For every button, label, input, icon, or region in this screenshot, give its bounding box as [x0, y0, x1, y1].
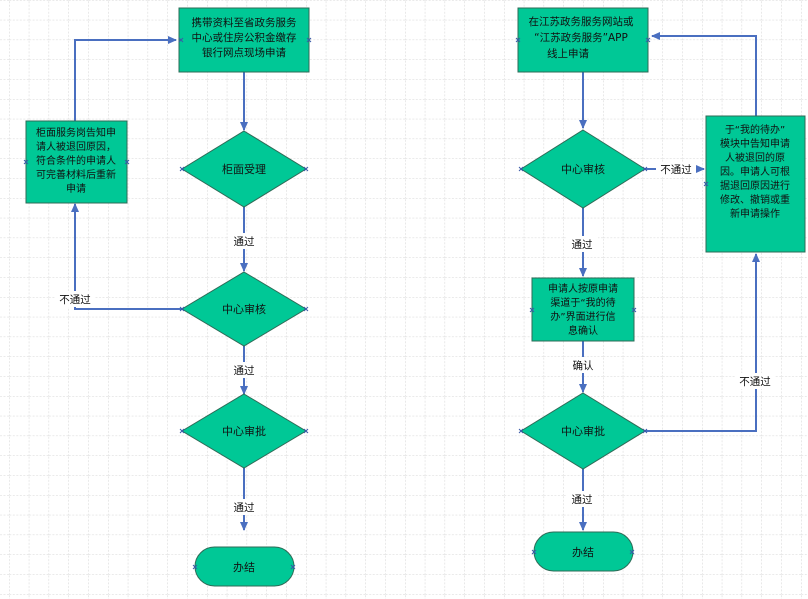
left-return-box: 柜面服务岗告知申 请人被退回原因， 符合条件的申请人 可完善材料后重新 申请 [25, 120, 128, 204]
left-return-line-3: 符合条件的申请人 [36, 154, 116, 167]
right-return-line-4: 因。申请人可根 [720, 165, 790, 178]
left-label-pass-2: 通过 [234, 364, 255, 377]
right-center-review-diamond: 中心审核 [520, 129, 646, 209]
connection-markers [23, 37, 709, 570]
left-return-line-5: 申请 [66, 182, 86, 195]
edge-r-approve-fail-to-return [645, 253, 760, 432]
right-finish-terminal: 办结 [533, 531, 634, 572]
edge-review-fail-to-return [71, 203, 182, 310]
right-confirm-line-2: 渠道于“我的待 [550, 296, 615, 309]
left-center-approve-label: 中心审批 [222, 424, 266, 438]
left-start-box: 携带资料至省政务服务 中心或住房公积金缴存 银行网点现场申请 [178, 7, 310, 73]
right-label-fail-2: 不通过 [739, 375, 771, 388]
right-confirm-line-4: 息确认 [568, 324, 598, 337]
left-center-review-label: 中心审核 [222, 302, 266, 316]
right-edge-labels: 通过 确认 通过 不通过 不通过 [566, 162, 775, 507]
right-start-box: 在江苏政务服务网站或 “江苏政务服务”APP 线上申请 [517, 7, 649, 73]
right-confirm-box: 申请人按原申请 渠道于“我的待 办”界面进行信 息确认 [531, 277, 635, 342]
left-counter-check-diamond: 柜面受理 [181, 130, 307, 208]
right-start-line-1: 在江苏政务服务网站或 [529, 15, 634, 28]
right-finish-label: 办结 [572, 546, 594, 559]
left-start-line-3: 银行网点现场申请 [202, 46, 286, 59]
right-return-line-7: 新申请操作 [730, 207, 780, 220]
right-return-line-1: 于“我的待办” [725, 123, 785, 136]
left-edge-labels: 通过 通过 通过 不通过 [55, 233, 260, 515]
right-label-fail-1: 不通过 [660, 163, 692, 176]
left-start-line-1: 携带资料至省政务服务 [192, 16, 297, 29]
left-finish-label: 办结 [233, 561, 255, 574]
right-start-line-3: 线上申请 [547, 47, 589, 60]
left-center-review-diamond: 中心审核 [181, 271, 307, 347]
right-label-pass-2: 通过 [572, 493, 593, 506]
right-center-review-label: 中心审核 [561, 162, 605, 176]
left-return-line-4: 可完善材料后重新 [36, 168, 116, 181]
left-edges [71, 36, 248, 531]
right-start-line-2: “江苏政务服务”APP [534, 31, 628, 44]
right-return-line-6: 修改、撤销或重 [720, 193, 790, 206]
left-label-pass-1: 通过 [234, 235, 255, 248]
left-label-fail: 不通过 [59, 293, 91, 306]
left-counter-check-label: 柜面受理 [222, 163, 266, 176]
right-return-line-2: 模块中告知申请 [720, 137, 790, 150]
left-start-line-2: 中心或住房公积金缴存 [192, 31, 297, 44]
right-label-confirm: 确认 [573, 359, 594, 372]
left-return-line-2: 请人被退回原因， [36, 140, 116, 153]
right-return-line-5: 据退回原因进行 [720, 179, 790, 192]
left-finish-terminal: 办结 [194, 546, 295, 587]
right-return-box: 于“我的待办” 模块中告知申请 人被退回的原 因。申请人可根 据退回原因进行 修… [705, 115, 806, 253]
left-label-pass-3: 通过 [234, 501, 255, 514]
right-center-approve-label: 中心审批 [561, 424, 605, 438]
edge-r-return-to-start [651, 32, 757, 116]
right-confirm-line-1: 申请人按原申请 [548, 282, 618, 295]
edge-return-to-start [74, 36, 177, 121]
left-center-approve-diamond: 中心审批 [181, 393, 307, 469]
right-return-line-3: 人被退回的原 [725, 151, 785, 164]
right-center-approve-diamond: 中心审批 [520, 392, 646, 470]
right-label-pass-1: 通过 [572, 238, 593, 251]
right-confirm-line-3: 办”界面进行信 [550, 310, 615, 323]
left-return-line-1: 柜面服务岗告知申 [36, 126, 116, 139]
